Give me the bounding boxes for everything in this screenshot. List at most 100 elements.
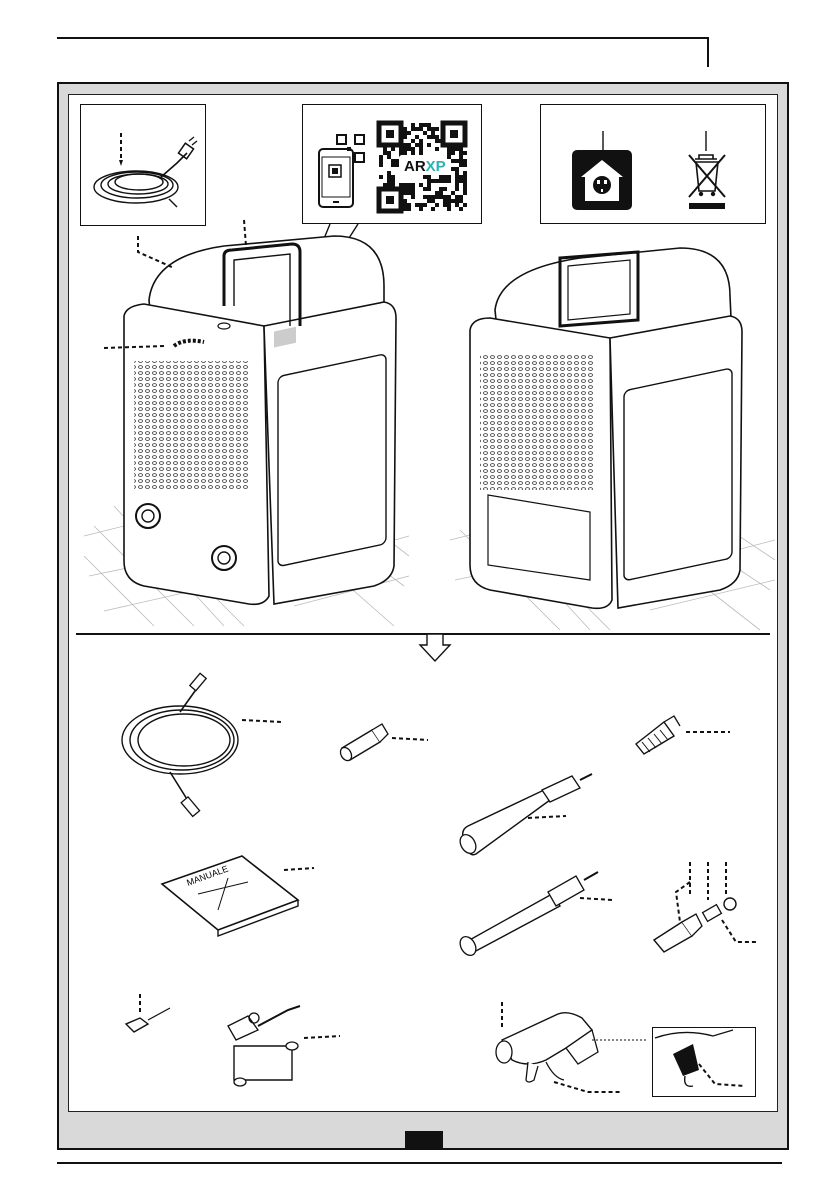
qr-module — [415, 203, 419, 207]
qr-module — [423, 175, 427, 179]
qr-module — [411, 123, 415, 127]
qr-module — [435, 179, 439, 183]
qr-module — [459, 147, 463, 151]
qr-module — [379, 175, 383, 179]
weee-crossed-bin-icon — [689, 155, 725, 209]
qr-module — [395, 159, 399, 163]
qr-badge-prefix: AR — [404, 158, 426, 175]
qr-module — [403, 151, 407, 155]
qr-module — [439, 191, 443, 195]
qr-module — [399, 147, 403, 151]
qr-module — [431, 135, 435, 139]
qr-module — [463, 179, 467, 183]
qr-module — [435, 195, 439, 199]
pressure-washer-front-view — [74, 226, 414, 632]
qr-module — [455, 171, 459, 175]
qr-module — [455, 167, 459, 171]
qr-module — [411, 187, 415, 191]
qr-module — [459, 155, 463, 159]
header-rule — [57, 37, 709, 39]
qr-module — [423, 195, 427, 199]
qr-module — [383, 147, 387, 151]
qr-module — [423, 203, 427, 207]
qr-module — [455, 195, 459, 199]
qr-module — [459, 175, 463, 179]
qr-module — [403, 187, 407, 191]
qr-module — [387, 171, 391, 175]
qr-module — [463, 175, 467, 179]
qr-module — [403, 131, 407, 135]
qr-module — [387, 183, 391, 187]
qr-module — [447, 151, 451, 155]
header-tab — [707, 37, 709, 67]
qr-module — [431, 179, 435, 183]
trigger-lock-detail-box — [652, 1027, 756, 1097]
high-pressure-hose — [110, 672, 300, 828]
qr-module — [403, 199, 407, 203]
qr-module — [459, 207, 463, 211]
qr-module — [463, 203, 467, 207]
qr-module — [415, 127, 419, 131]
qr-module — [407, 191, 411, 195]
qr-module — [435, 147, 439, 151]
front-grille — [134, 361, 249, 491]
qr-module — [379, 155, 383, 159]
qr-module — [387, 179, 391, 183]
qr-module — [407, 207, 411, 211]
qr-module — [391, 179, 395, 183]
svg-text:ARXP: ARXP — [404, 158, 446, 175]
qr-module — [463, 191, 467, 195]
qr-module — [431, 131, 435, 135]
foam-lance — [452, 864, 614, 964]
clip — [118, 990, 178, 1040]
qr-module — [435, 135, 439, 139]
qr-module — [411, 139, 415, 143]
qr-module — [455, 175, 459, 179]
adjustable-nozzle — [336, 718, 432, 768]
water-inlet-connector — [650, 856, 762, 952]
qr-module — [387, 151, 391, 155]
qr-module — [407, 143, 411, 147]
qr-module — [415, 143, 419, 147]
user-manual: MANUALE — [158, 850, 318, 940]
qr-module — [411, 183, 415, 187]
qr-module — [439, 175, 443, 179]
qr-module — [427, 195, 431, 199]
qr-module — [391, 147, 395, 151]
qr-module — [459, 179, 463, 183]
qr-badge-suffix: XP — [426, 158, 446, 175]
qr-module — [447, 207, 451, 211]
qr-module — [387, 175, 391, 179]
qr-module — [427, 127, 431, 131]
qr-module — [459, 151, 463, 155]
qr-module — [407, 131, 411, 135]
qr-module — [419, 151, 423, 155]
qr-module — [403, 143, 407, 147]
qr-module — [443, 187, 447, 191]
qr-module — [455, 187, 459, 191]
power-cord-icon — [81, 105, 207, 227]
qr-module — [415, 135, 419, 139]
qr-module — [451, 151, 455, 155]
symbols-box — [540, 104, 766, 224]
qr-module — [383, 183, 387, 187]
qr-module — [455, 203, 459, 207]
qr-module — [451, 167, 455, 171]
qr-module — [427, 123, 431, 127]
qr-module — [455, 179, 459, 183]
qr-module — [391, 175, 395, 179]
qr-module — [391, 163, 395, 167]
qr-module — [447, 179, 451, 183]
qr-module — [407, 183, 411, 187]
spray-gun — [488, 1000, 638, 1100]
qr-module — [411, 191, 415, 195]
extension-lance — [454, 770, 604, 862]
footer-rule — [57, 1162, 782, 1164]
qr-module — [427, 183, 431, 187]
qr-module — [423, 187, 427, 191]
qr-module — [439, 179, 443, 183]
qr-module — [455, 159, 459, 163]
pressure-washer-rear-view — [440, 240, 780, 632]
qr-module — [407, 147, 411, 151]
qr-module — [419, 207, 423, 211]
